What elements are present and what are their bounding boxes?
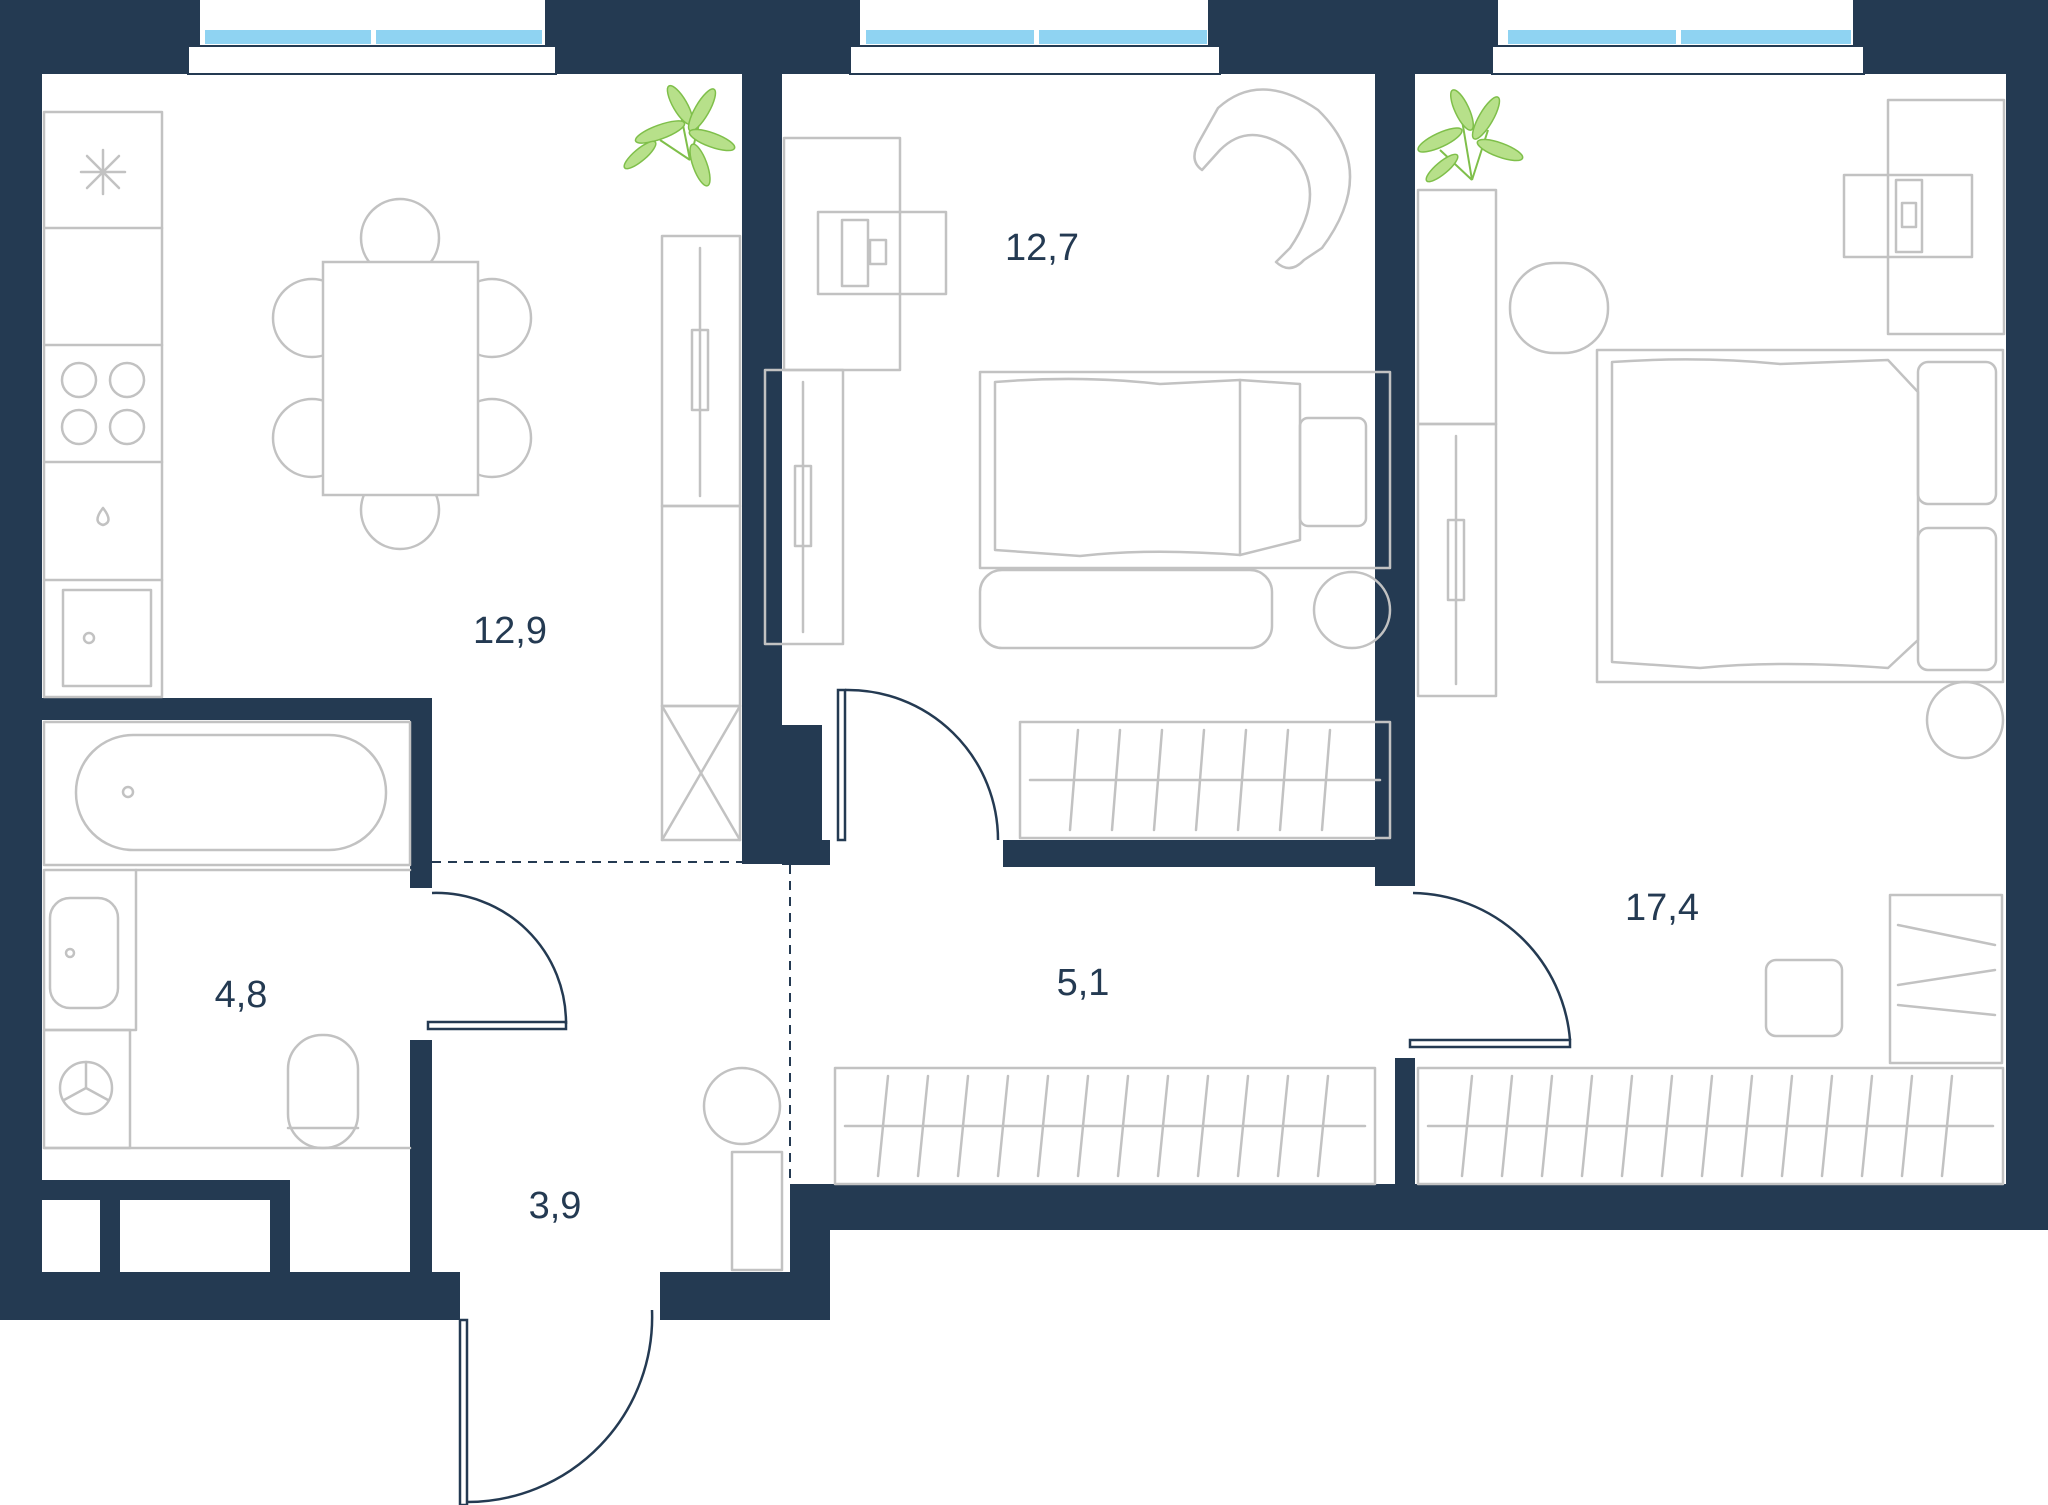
kitchen-wardrobe (660, 234, 742, 842)
bathroom-fixtures (42, 720, 412, 1150)
area-label-entrance: 3,9 (529, 1185, 582, 1227)
plant-icon (1417, 89, 1524, 183)
kitchen-counter (42, 110, 164, 699)
area-label-bedroom-large: 17,4 (1625, 887, 1699, 929)
area-label-bathroom: 4,8 (215, 974, 268, 1016)
area-label-kitchen: 12,9 (473, 610, 547, 652)
bedroom-large-furniture (1416, 98, 2006, 1186)
dining-table (271, 197, 533, 551)
area-labels: 12,9 12,7 17,4 4,8 5,1 3,9 (215, 227, 1699, 1227)
walls (0, 0, 2048, 1320)
zone-boundaries (432, 861, 791, 1184)
hallway-furniture (702, 1066, 1377, 1272)
doors (426, 688, 1572, 1505)
plant-icon (623, 84, 736, 187)
area-label-hallway: 5,1 (1057, 962, 1110, 1004)
windows (187, 30, 1865, 75)
area-label-bedroom-small: 12,7 (1005, 227, 1079, 269)
bedroom-small-furniture (763, 88, 1392, 840)
